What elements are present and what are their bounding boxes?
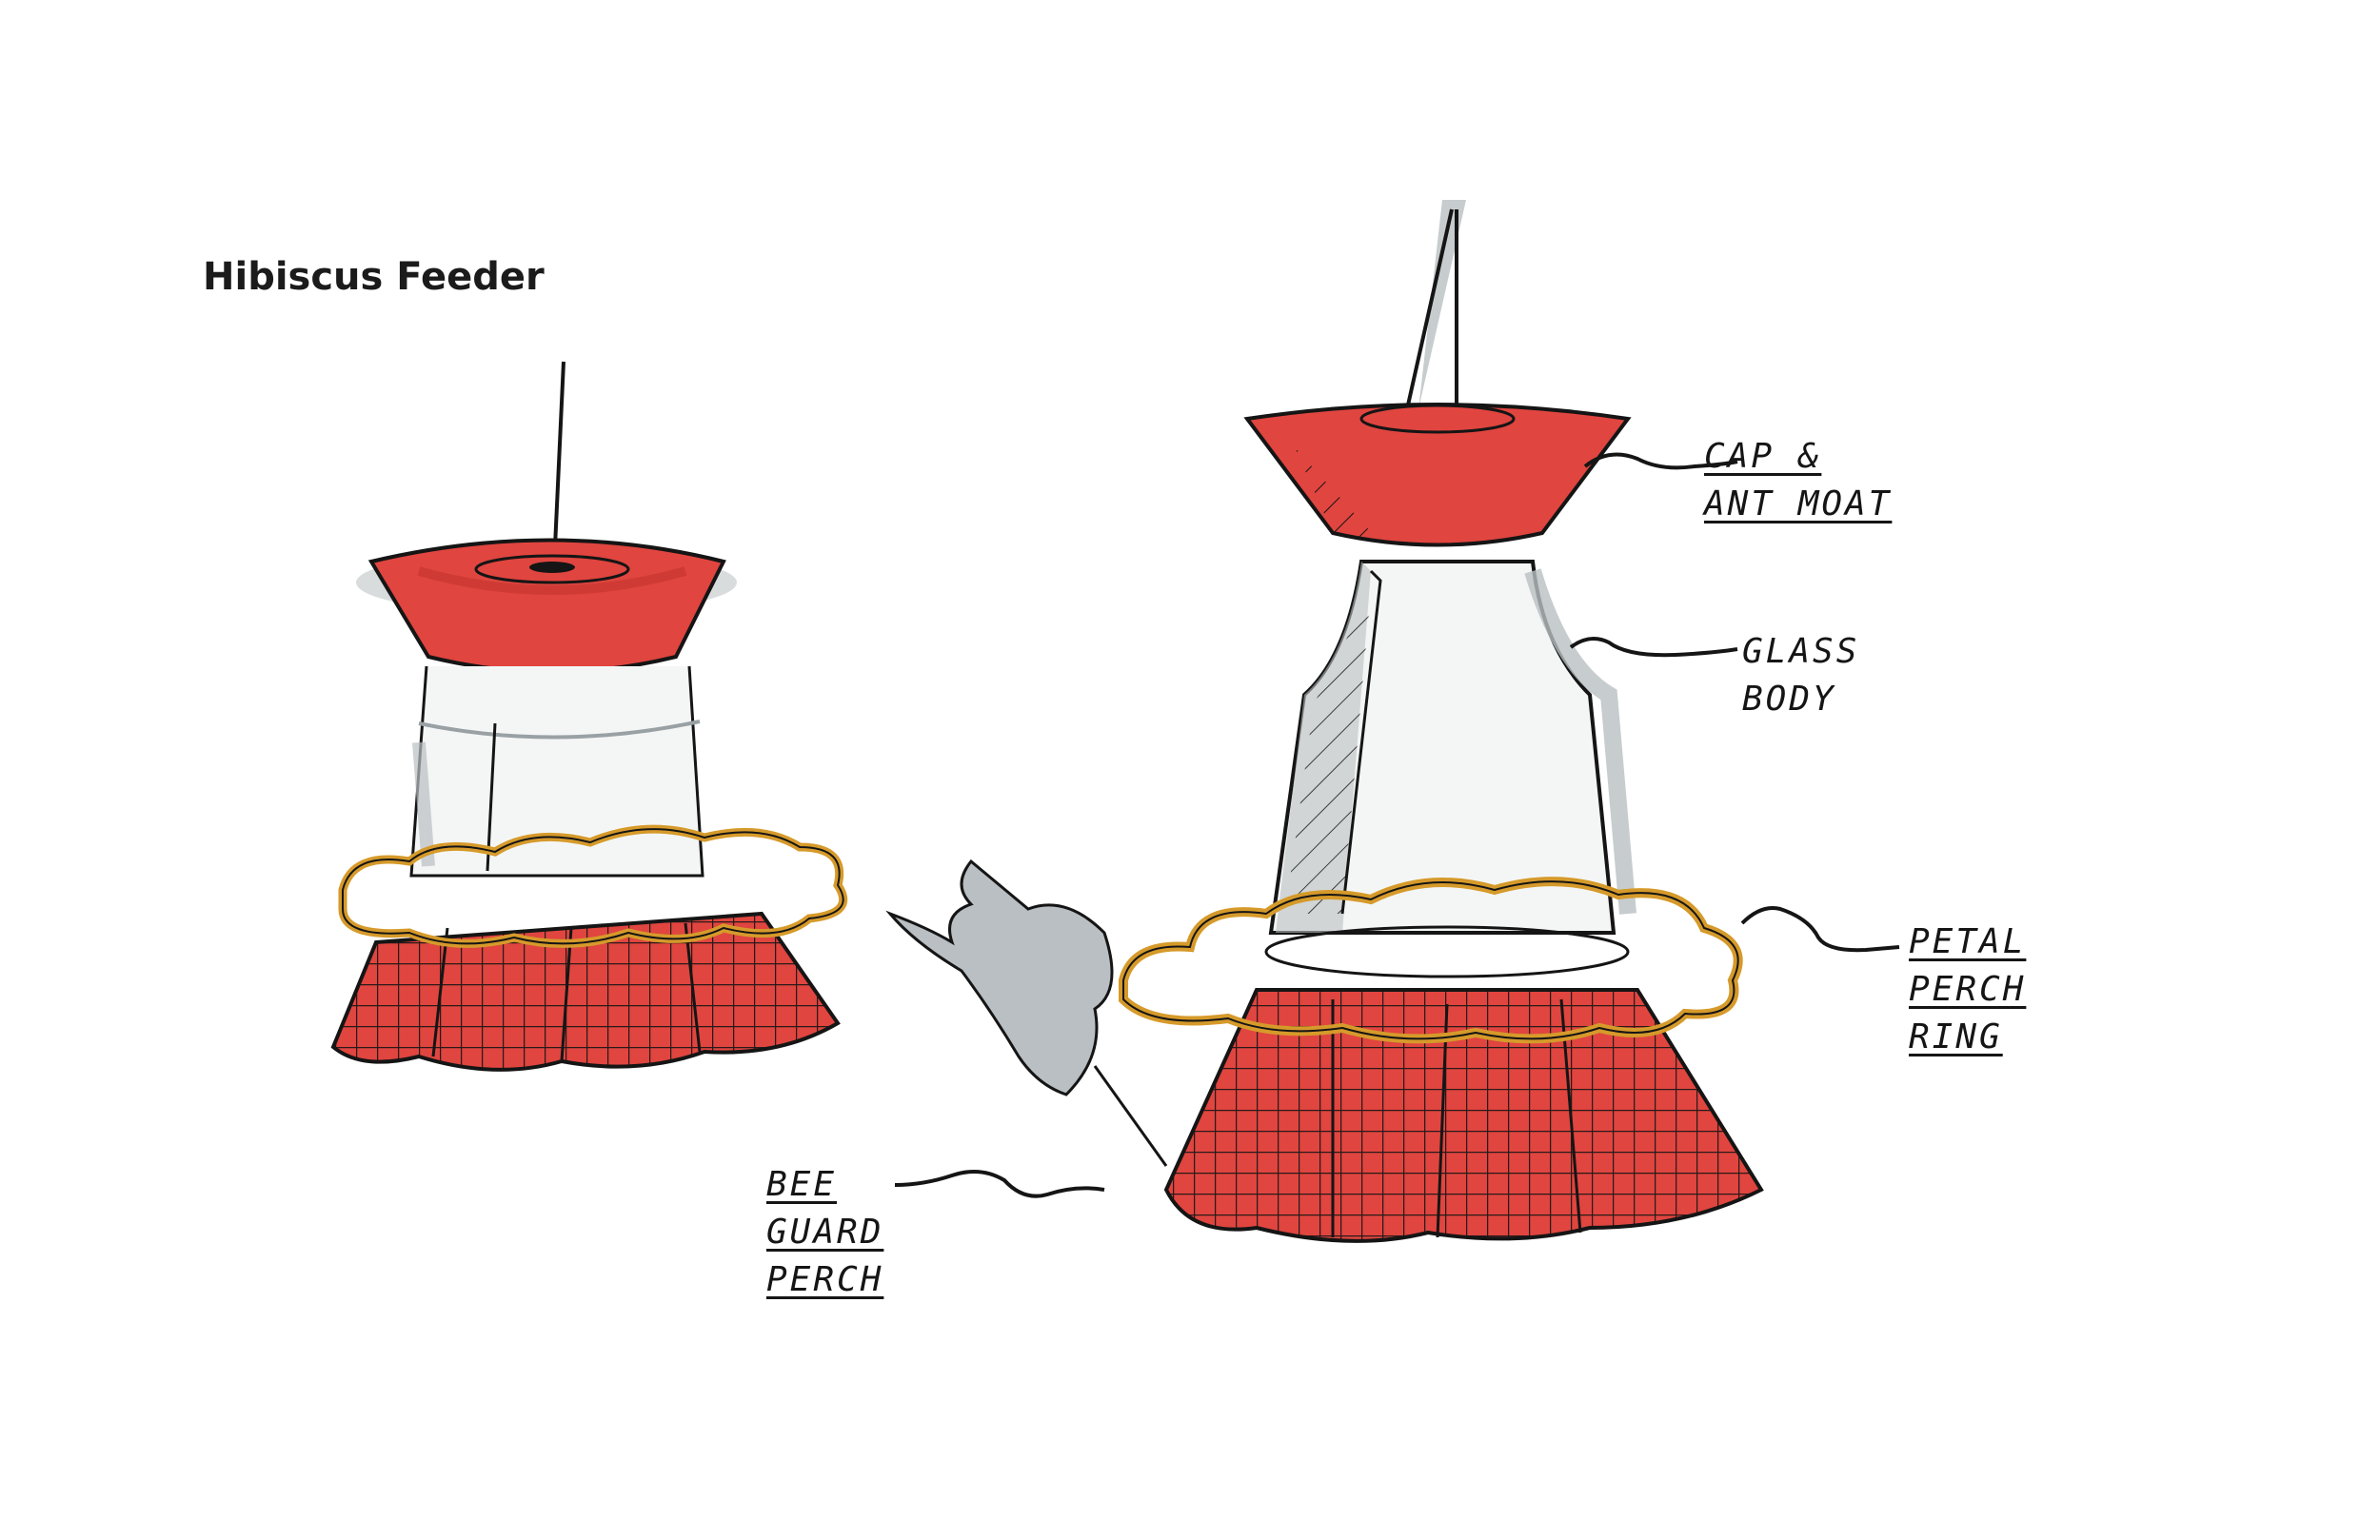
- large-feeder-skirt: [1163, 988, 1764, 1243]
- callout-cap-ant-moat: CAP & ANT MOAT: [1704, 437, 1893, 523]
- small-feeder-skirt: [330, 911, 841, 1072]
- callout-glass-body: GLASS BODY: [1742, 632, 1860, 719]
- callout-petal-perch-ring: PETAL PERCH RING: [1909, 922, 2027, 1056]
- callout-leaders: [894, 452, 1900, 1198]
- callout-bee-guard-perch: BEE GUARD PERCH: [766, 1165, 884, 1299]
- bee-guard-perch-icon: [885, 859, 1168, 1167]
- large-feeder-hanger-icon: [1405, 208, 1458, 410]
- page-title: Hibiscus Feeder: [203, 255, 545, 299]
- small-feeder-body: [409, 665, 704, 878]
- small-feeder: [330, 361, 848, 1072]
- large-feeder-cap: [1243, 403, 1632, 547]
- large-feeder: [885, 200, 1764, 1243]
- large-feeder-body: [1264, 560, 1636, 978]
- small-feeder-cap: [356, 538, 737, 674]
- small-feeder-hanger-icon: [552, 361, 565, 568]
